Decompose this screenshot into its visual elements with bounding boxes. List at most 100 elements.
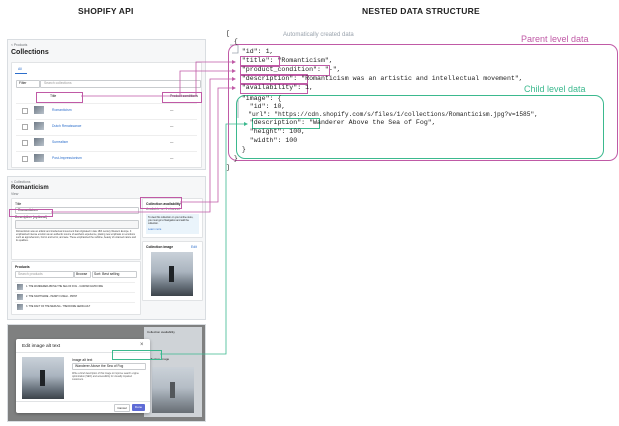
row-checkbox[interactable] <box>22 124 28 130</box>
bg-collection-image <box>152 367 194 413</box>
row-name[interactable]: Dutch Renaissance <box>52 124 82 128</box>
product-name[interactable]: 1. THE WANDERER ABOVE THE SEA OF FOG - C… <box>26 285 103 288</box>
child-box <box>236 95 604 159</box>
product-row[interactable]: 3. THE RAFT OF THE MEDUSA - THEODORE GER… <box>15 302 135 312</box>
row-thumbnail <box>34 106 44 114</box>
description-text[interactable]: Romanticism was an artistic and intellec… <box>16 230 136 242</box>
collection-detail-panel: < Collections Romanticism View Title Rom… <box>7 176 206 320</box>
product-name[interactable]: 3. THE RAFT OF THE MEDUSA - THEODORE GER… <box>26 305 91 308</box>
arrowhead <box>244 122 248 126</box>
collection-image-card: Collection image Edit <box>142 241 203 301</box>
image-edit-link[interactable]: Edit <box>191 245 197 249</box>
cancel-button[interactable]: Cancel <box>114 404 130 412</box>
product-row[interactable]: 1. THE WANDERER ABOVE THE SEA OF FOG - C… <box>15 282 135 292</box>
done-button[interactable]: Done <box>132 404 145 411</box>
cancel-label: Cancel <box>117 406 127 410</box>
wanderer-figure <box>169 266 174 282</box>
row-checkbox[interactable] <box>22 140 28 146</box>
row-condition: — <box>170 156 174 160</box>
page-title: Collections <box>11 49 49 56</box>
json-condition-key-box <box>240 65 330 76</box>
products-search-placeholder: Search products <box>18 272 43 276</box>
json-line: } <box>226 155 238 162</box>
table-row[interactable]: Dutch Renaissance — <box>16 119 197 132</box>
modal-wanderer-figure <box>40 370 45 386</box>
row-name[interactable]: Romanticism <box>52 108 72 112</box>
modal-image <box>22 357 64 399</box>
shopify-api-header: SHOPIFY API <box>78 6 134 16</box>
alt-help-text: Write a brief description of this image … <box>72 372 139 381</box>
product-row[interactable]: 2. THE NIGHTMARE - HENRY FUSELI - PRINT <box>15 292 135 302</box>
title-connector <box>81 61 232 97</box>
search-input[interactable]: Search collections <box>40 80 201 88</box>
view-link[interactable]: View <box>11 192 19 196</box>
table-row[interactable]: Surrealism — <box>16 135 197 148</box>
table-row[interactable]: Romanticism — <box>16 103 197 116</box>
row-name[interactable]: Surrealism <box>52 140 69 144</box>
json-description-key-box <box>240 74 308 85</box>
info-banner: To view this collection on your online s… <box>146 214 199 234</box>
col-title-header: Title <box>50 94 57 98</box>
image-label: Collection image <box>146 245 174 249</box>
json-availability-key-box <box>240 83 308 94</box>
availability-card: Collection availability Available on 1 c… <box>142 198 203 238</box>
learn-more-link[interactable]: Learn more <box>148 228 162 231</box>
sort-select[interactable]: Sort: Best selling <box>92 271 137 278</box>
json-line: "id": 1, <box>226 48 274 55</box>
row-checkbox[interactable] <box>22 156 28 162</box>
edit-alt-modal: Edit image alt text × Image alt text Wan… <box>16 339 150 413</box>
collections-list-panel: < Products Collections All Filter Search… <box>7 39 206 170</box>
filter-button[interactable]: Filter <box>16 80 40 88</box>
modal-divider <box>16 352 150 353</box>
done-label: Done <box>134 405 143 409</box>
alt-text-label: Image alt text <box>72 358 93 362</box>
auto-created-label: Automatically created data <box>283 32 354 38</box>
availability-text: Available on 1 channel <box>146 207 181 211</box>
modal-title: Edit image alt text <box>22 344 61 349</box>
modal-footer-divider <box>16 401 150 402</box>
json-line: "product_condition": "-", <box>226 66 341 73</box>
arrowhead <box>232 69 236 73</box>
product-name[interactable]: 2. THE NIGHTMARE - HENRY FUSELI - PRINT <box>26 295 78 298</box>
detail-title: Romanticism <box>11 185 49 191</box>
title-value: Romanticism <box>18 208 38 212</box>
title-highlight <box>36 92 83 103</box>
json-line: [ <box>226 30 230 37</box>
json-child-description-key-box <box>252 118 320 129</box>
product-thumb <box>17 304 23 310</box>
tab-all[interactable]: All <box>18 67 22 71</box>
table-row[interactable]: Post-Impressionism — <box>16 151 197 164</box>
products-card: Products Search products Browse Sort: Be… <box>11 261 141 315</box>
availability-connector <box>180 87 232 203</box>
products-search-input[interactable]: Search products <box>15 271 74 278</box>
close-icon[interactable]: × <box>140 342 144 348</box>
row-thumbnail <box>34 122 44 130</box>
arrowhead <box>232 60 236 64</box>
detail-breadcrumb[interactable]: < Collections <box>11 180 31 184</box>
modal-screenshot-panel: Collection availability Collection image… <box>7 324 206 422</box>
title-field[interactable]: Romanticism <box>15 207 139 214</box>
row-name[interactable]: Post-Impressionism <box>52 156 82 160</box>
editor-toolbar[interactable] <box>15 220 139 229</box>
alt-text-value: Wanderer Above the Sea of Fog <box>75 364 124 368</box>
browse-button[interactable]: Browse <box>74 271 91 278</box>
availability-label: Collection availability <box>146 202 181 206</box>
product-thumb <box>17 284 23 290</box>
json-line: { <box>226 38 238 45</box>
product-thumb <box>17 294 23 300</box>
browse-label: Browse <box>76 272 88 276</box>
alt-text-input[interactable]: Wanderer Above the Sea of Fog <box>72 363 146 370</box>
collection-image[interactable] <box>151 252 193 296</box>
filter-label: Filter <box>19 81 27 85</box>
json-line: "availability": 1, <box>226 84 314 91</box>
row-checkbox[interactable] <box>22 108 28 114</box>
alt-description-connector <box>160 123 244 355</box>
description-label: Description (optional) <box>15 215 48 219</box>
breadcrumb[interactable]: < Products <box>11 43 28 47</box>
bg-wanderer-figure <box>170 382 175 398</box>
alt-text-highlight <box>112 350 162 360</box>
json-line: } <box>226 146 246 153</box>
row-condition: — <box>170 108 174 112</box>
json-line: ] <box>226 164 230 171</box>
